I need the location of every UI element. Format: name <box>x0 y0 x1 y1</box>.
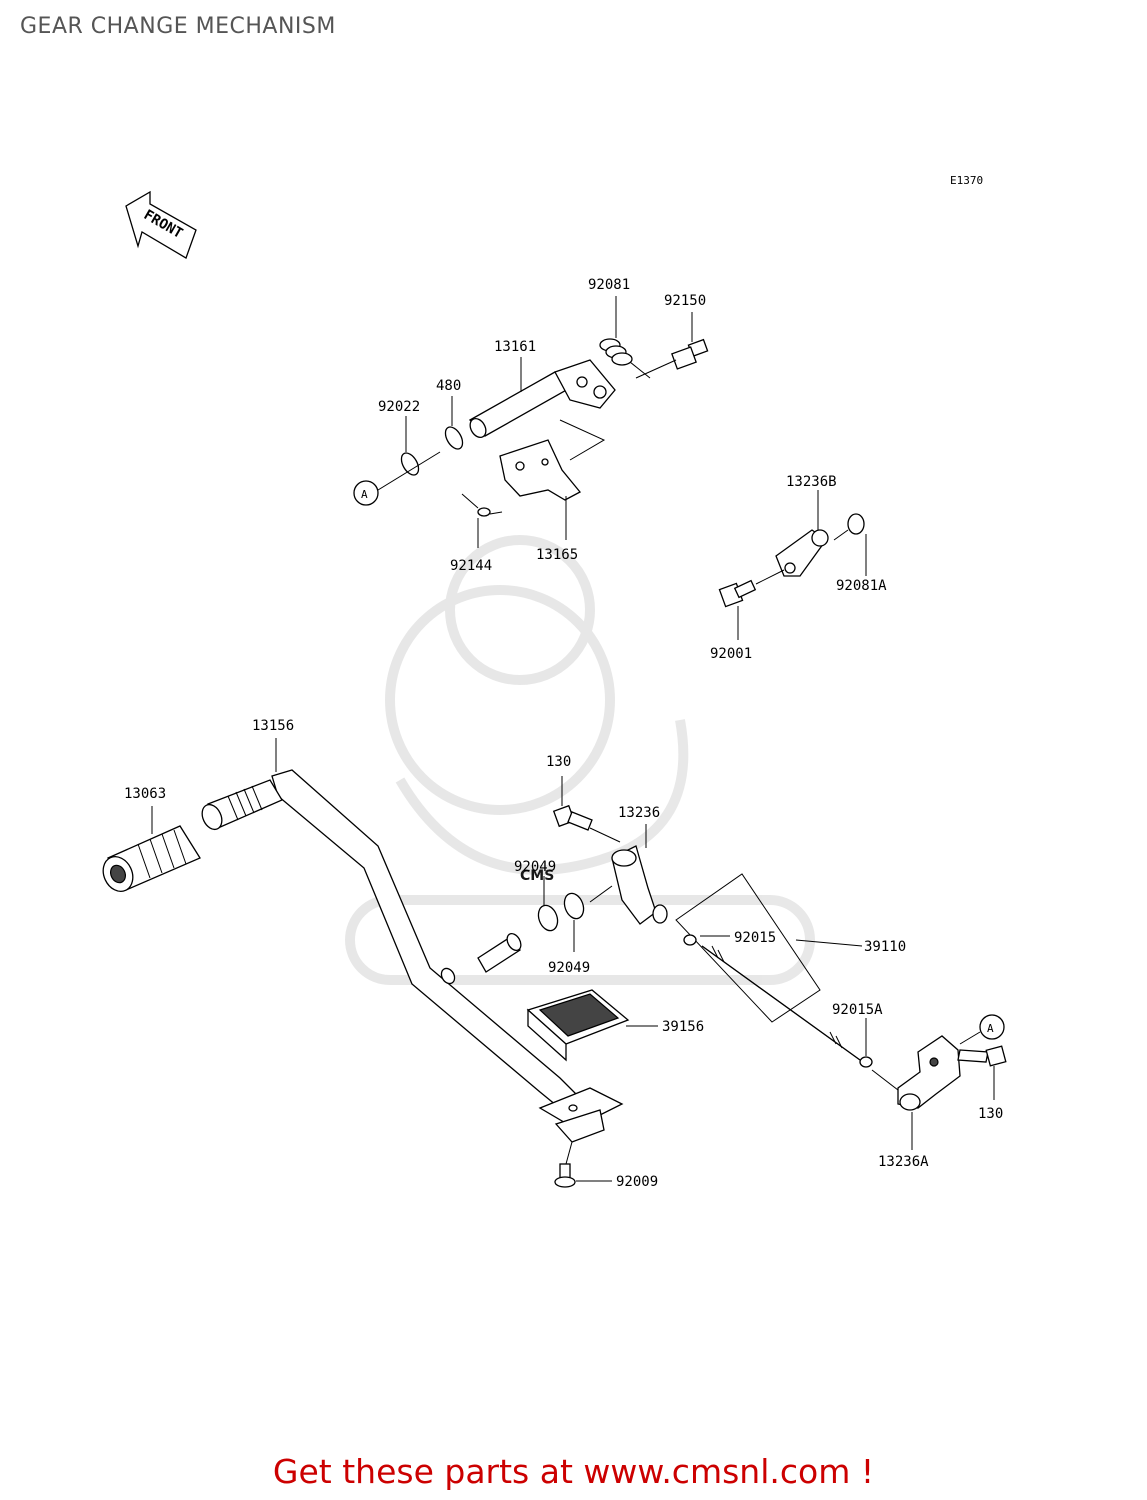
label-13161: 13161 <box>494 339 536 355</box>
reference-a-label-1: A <box>361 488 368 501</box>
watermark-logo: CMS <box>345 535 815 985</box>
label-13236: 13236 <box>618 805 660 821</box>
label-92081: 92081 <box>588 277 630 293</box>
label-13165: 13165 <box>536 547 578 563</box>
spring-92081A <box>847 513 865 535</box>
bolt-92001 <box>718 579 757 608</box>
seal-92049-b <box>563 892 585 920</box>
label-92009: 92009 <box>616 1174 658 1190</box>
bolt-130-right <box>957 1045 1007 1067</box>
page-title: GEAR CHANGE MECHANISM <box>20 14 336 39</box>
seal-92049-a <box>537 904 559 932</box>
pedal-arm-13156 <box>271 769 624 1143</box>
arm-13236 <box>611 845 668 925</box>
label-13236B: 13236B <box>786 474 837 490</box>
spring-92081 <box>599 338 651 379</box>
diagram-code: E1370 <box>950 174 983 187</box>
label-92150: 92150 <box>664 293 706 309</box>
label-92049-b: 92049 <box>548 960 590 976</box>
label-13156: 13156 <box>252 718 294 734</box>
label-13236A: 13236A <box>878 1154 929 1170</box>
nut-92015A <box>859 1056 873 1068</box>
bolt-92009 <box>554 1163 576 1188</box>
tie-rod-39110 <box>701 945 861 1061</box>
label-92081A: 92081A <box>836 578 887 594</box>
bolt-130-top <box>552 804 593 831</box>
watermark-text: CMS <box>520 868 554 884</box>
arm-13236A <box>897 1035 961 1111</box>
reference-a-icon <box>353 480 379 506</box>
reference-a-icon-2 <box>979 1014 1005 1040</box>
footpad-39156 <box>526 989 630 1062</box>
label-39110: 39110 <box>864 939 906 955</box>
circlip-480 <box>444 426 464 450</box>
shift-shaft-13161 <box>468 359 616 438</box>
label-92022: 92022 <box>378 399 420 415</box>
label-13063: 13063 <box>124 786 166 802</box>
label-480: 480 <box>436 378 461 394</box>
label-92015A: 92015A <box>832 1002 883 1018</box>
reference-a-label-2: A <box>987 1022 994 1035</box>
front-arrow-icon: FRONT <box>125 190 197 259</box>
spring-92144 <box>461 493 503 517</box>
rod-assembly-bracket <box>675 873 821 1023</box>
label-39156: 39156 <box>662 1019 704 1035</box>
footpeg-rubber-13063 <box>102 825 201 893</box>
footer-cta[interactable]: Get these parts at www.cmsnl.com ! <box>272 1452 875 1491</box>
label-92049-a: 92049 <box>514 859 556 875</box>
nut-92015 <box>683 934 697 946</box>
label-130-right: 130 <box>978 1106 1003 1122</box>
peg-shaft <box>201 779 283 831</box>
washer-92022 <box>400 452 420 476</box>
plate-13165 <box>499 439 582 501</box>
pivot-pin <box>477 932 522 973</box>
label-92015: 92015 <box>734 930 776 946</box>
parts-diagram: CMS E1370 FRONT 92081 92150 13161 480 92… <box>102 174 1007 1190</box>
label-92001: 92001 <box>710 646 752 662</box>
bolt-92150 <box>671 338 709 370</box>
label-92144: 92144 <box>450 558 492 574</box>
label-130-top: 130 <box>546 754 571 770</box>
lever-13236B <box>775 529 829 577</box>
